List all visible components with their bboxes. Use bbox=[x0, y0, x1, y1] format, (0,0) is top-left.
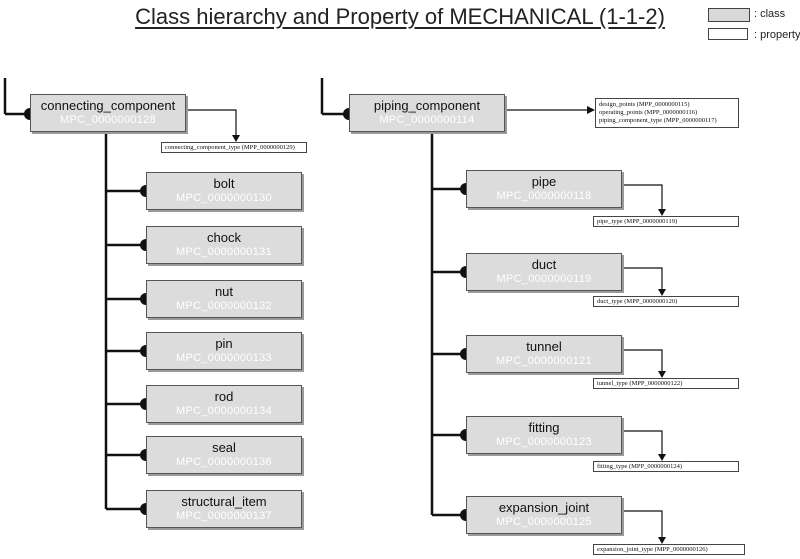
diagram-title: Class hierarchy and Property of MECHANIC… bbox=[135, 4, 665, 29]
property-box-pipe-type: pipe_type (MPP_0000000119) bbox=[593, 216, 739, 227]
property-text: expansion_joint_type (MPP_0000000126) bbox=[597, 546, 708, 553]
class-name: nut bbox=[214, 284, 234, 299]
right-child-property-arrow-head bbox=[658, 454, 666, 461]
right-child-property-arrow-head bbox=[658, 209, 666, 216]
class-box-rod: rod MPC_0000000134 bbox=[146, 385, 302, 423]
class-id: MPC_0000000114 bbox=[379, 114, 475, 126]
class-box-pin: pin MPC_0000000133 bbox=[146, 332, 302, 370]
legend-class-swatch bbox=[708, 8, 750, 22]
class-name: tunnel bbox=[526, 339, 562, 354]
legend-class-label: : class bbox=[754, 8, 786, 20]
class-name: seal bbox=[212, 440, 236, 455]
class-name: expansion_joint bbox=[498, 500, 590, 515]
property-box-fitting-type: fitting_type (MPP_0000000124) bbox=[593, 461, 739, 472]
class-id: MPC_0000000128 bbox=[60, 114, 156, 126]
right-child-property-arrow-head bbox=[658, 289, 666, 296]
class-box-tunnel: tunnel MPC_0000000121 bbox=[466, 335, 622, 373]
class-name: pipe bbox=[531, 174, 557, 189]
class-id: MPC_0000000137 bbox=[176, 510, 272, 522]
class-name: chock bbox=[207, 230, 241, 245]
class-id: MPC_0000000132 bbox=[176, 300, 272, 312]
class-box-nut: nut MPC_0000000132 bbox=[146, 280, 302, 318]
class-box-pipe: pipe MPC_0000000118 bbox=[466, 170, 622, 208]
left-root-property-arrow bbox=[186, 109, 237, 136]
property-text: connecting_component_type (MPP_000000012… bbox=[165, 144, 295, 151]
class-name: bolt bbox=[213, 176, 235, 191]
right-child-property-arrow bbox=[622, 430, 663, 455]
class-name: fitting bbox=[528, 420, 560, 435]
property-box-expansion-joint-type: expansion_joint_type (MPP_0000000126) bbox=[593, 544, 745, 555]
right-child-property-arrow-head bbox=[658, 537, 666, 544]
property-text: design_points (MPP_0000000115) bbox=[599, 101, 690, 108]
property-box-connecting-component-type: connecting_component_type (MPP_000000012… bbox=[161, 142, 307, 153]
property-text: fitting_type (MPP_0000000124) bbox=[597, 463, 683, 470]
class-name: duct bbox=[531, 257, 557, 272]
class-id: MPC_0000000136 bbox=[176, 456, 272, 468]
right-child-property-arrow-head bbox=[658, 371, 666, 378]
class-box-chock: chock MPC_0000000131 bbox=[146, 226, 302, 264]
class-id: MPC_0000000118 bbox=[496, 190, 592, 202]
property-text: duct_type (MPP_0000000120) bbox=[597, 298, 678, 305]
property-text: tunnel_type (MPP_0000000122) bbox=[597, 380, 683, 387]
class-name: rod bbox=[214, 389, 234, 404]
class-name: structural_item bbox=[181, 494, 267, 509]
property-box-duct-type: duct_type (MPP_0000000120) bbox=[593, 296, 739, 307]
right-child-property-arrow bbox=[622, 184, 663, 210]
right-child-property-arrow bbox=[622, 510, 663, 538]
property-box-tunnel-type: tunnel_type (MPP_0000000122) bbox=[593, 378, 739, 389]
property-text: piping_component_type (MPP_0000000117) bbox=[599, 117, 717, 124]
class-box-fitting: fitting MPC_0000000123 bbox=[466, 416, 622, 454]
class-name: piping_component bbox=[373, 98, 481, 113]
left-root-property-arrow-head bbox=[232, 135, 240, 142]
class-id: MPC_0000000119 bbox=[496, 273, 592, 285]
class-id: MPC_0000000130 bbox=[176, 192, 272, 204]
property-box-piping-component: design_points (MPP_0000000115) operating… bbox=[595, 98, 739, 128]
property-text: operating_points (MPP_0000000116) bbox=[599, 109, 698, 116]
class-name: pin bbox=[215, 336, 233, 351]
legend-property-label: : property bbox=[754, 29, 800, 41]
class-id: MPC_0000000133 bbox=[176, 352, 272, 364]
class-id: MPC_0000000134 bbox=[176, 405, 272, 417]
class-box-bolt: bolt MPC_0000000130 bbox=[146, 172, 302, 210]
class-box-seal: seal MPC_0000000136 bbox=[146, 436, 302, 474]
right-child-property-arrow bbox=[622, 349, 663, 372]
class-id: MPC_0000000123 bbox=[496, 436, 592, 448]
property-text: pipe_type (MPP_0000000119) bbox=[597, 218, 678, 225]
class-box-piping-component: piping_component MPC_0000000114 bbox=[349, 94, 505, 132]
class-id: MPC_0000000121 bbox=[496, 355, 592, 367]
class-box-connecting-component: connecting_component MPC_0000000128 bbox=[30, 94, 186, 132]
right-child-property-arrow bbox=[622, 267, 663, 290]
right-root-property-arrow-head bbox=[587, 106, 595, 114]
class-name: connecting_component bbox=[40, 98, 176, 113]
class-id: MPC_0000000125 bbox=[496, 516, 592, 528]
class-box-duct: duct MPC_0000000119 bbox=[466, 253, 622, 291]
class-box-structural-item: structural_item MPC_0000000137 bbox=[146, 490, 302, 528]
legend-property-swatch bbox=[708, 28, 748, 40]
class-box-expansion-joint: expansion_joint MPC_0000000125 bbox=[466, 496, 622, 534]
class-id: MPC_0000000131 bbox=[176, 246, 272, 258]
